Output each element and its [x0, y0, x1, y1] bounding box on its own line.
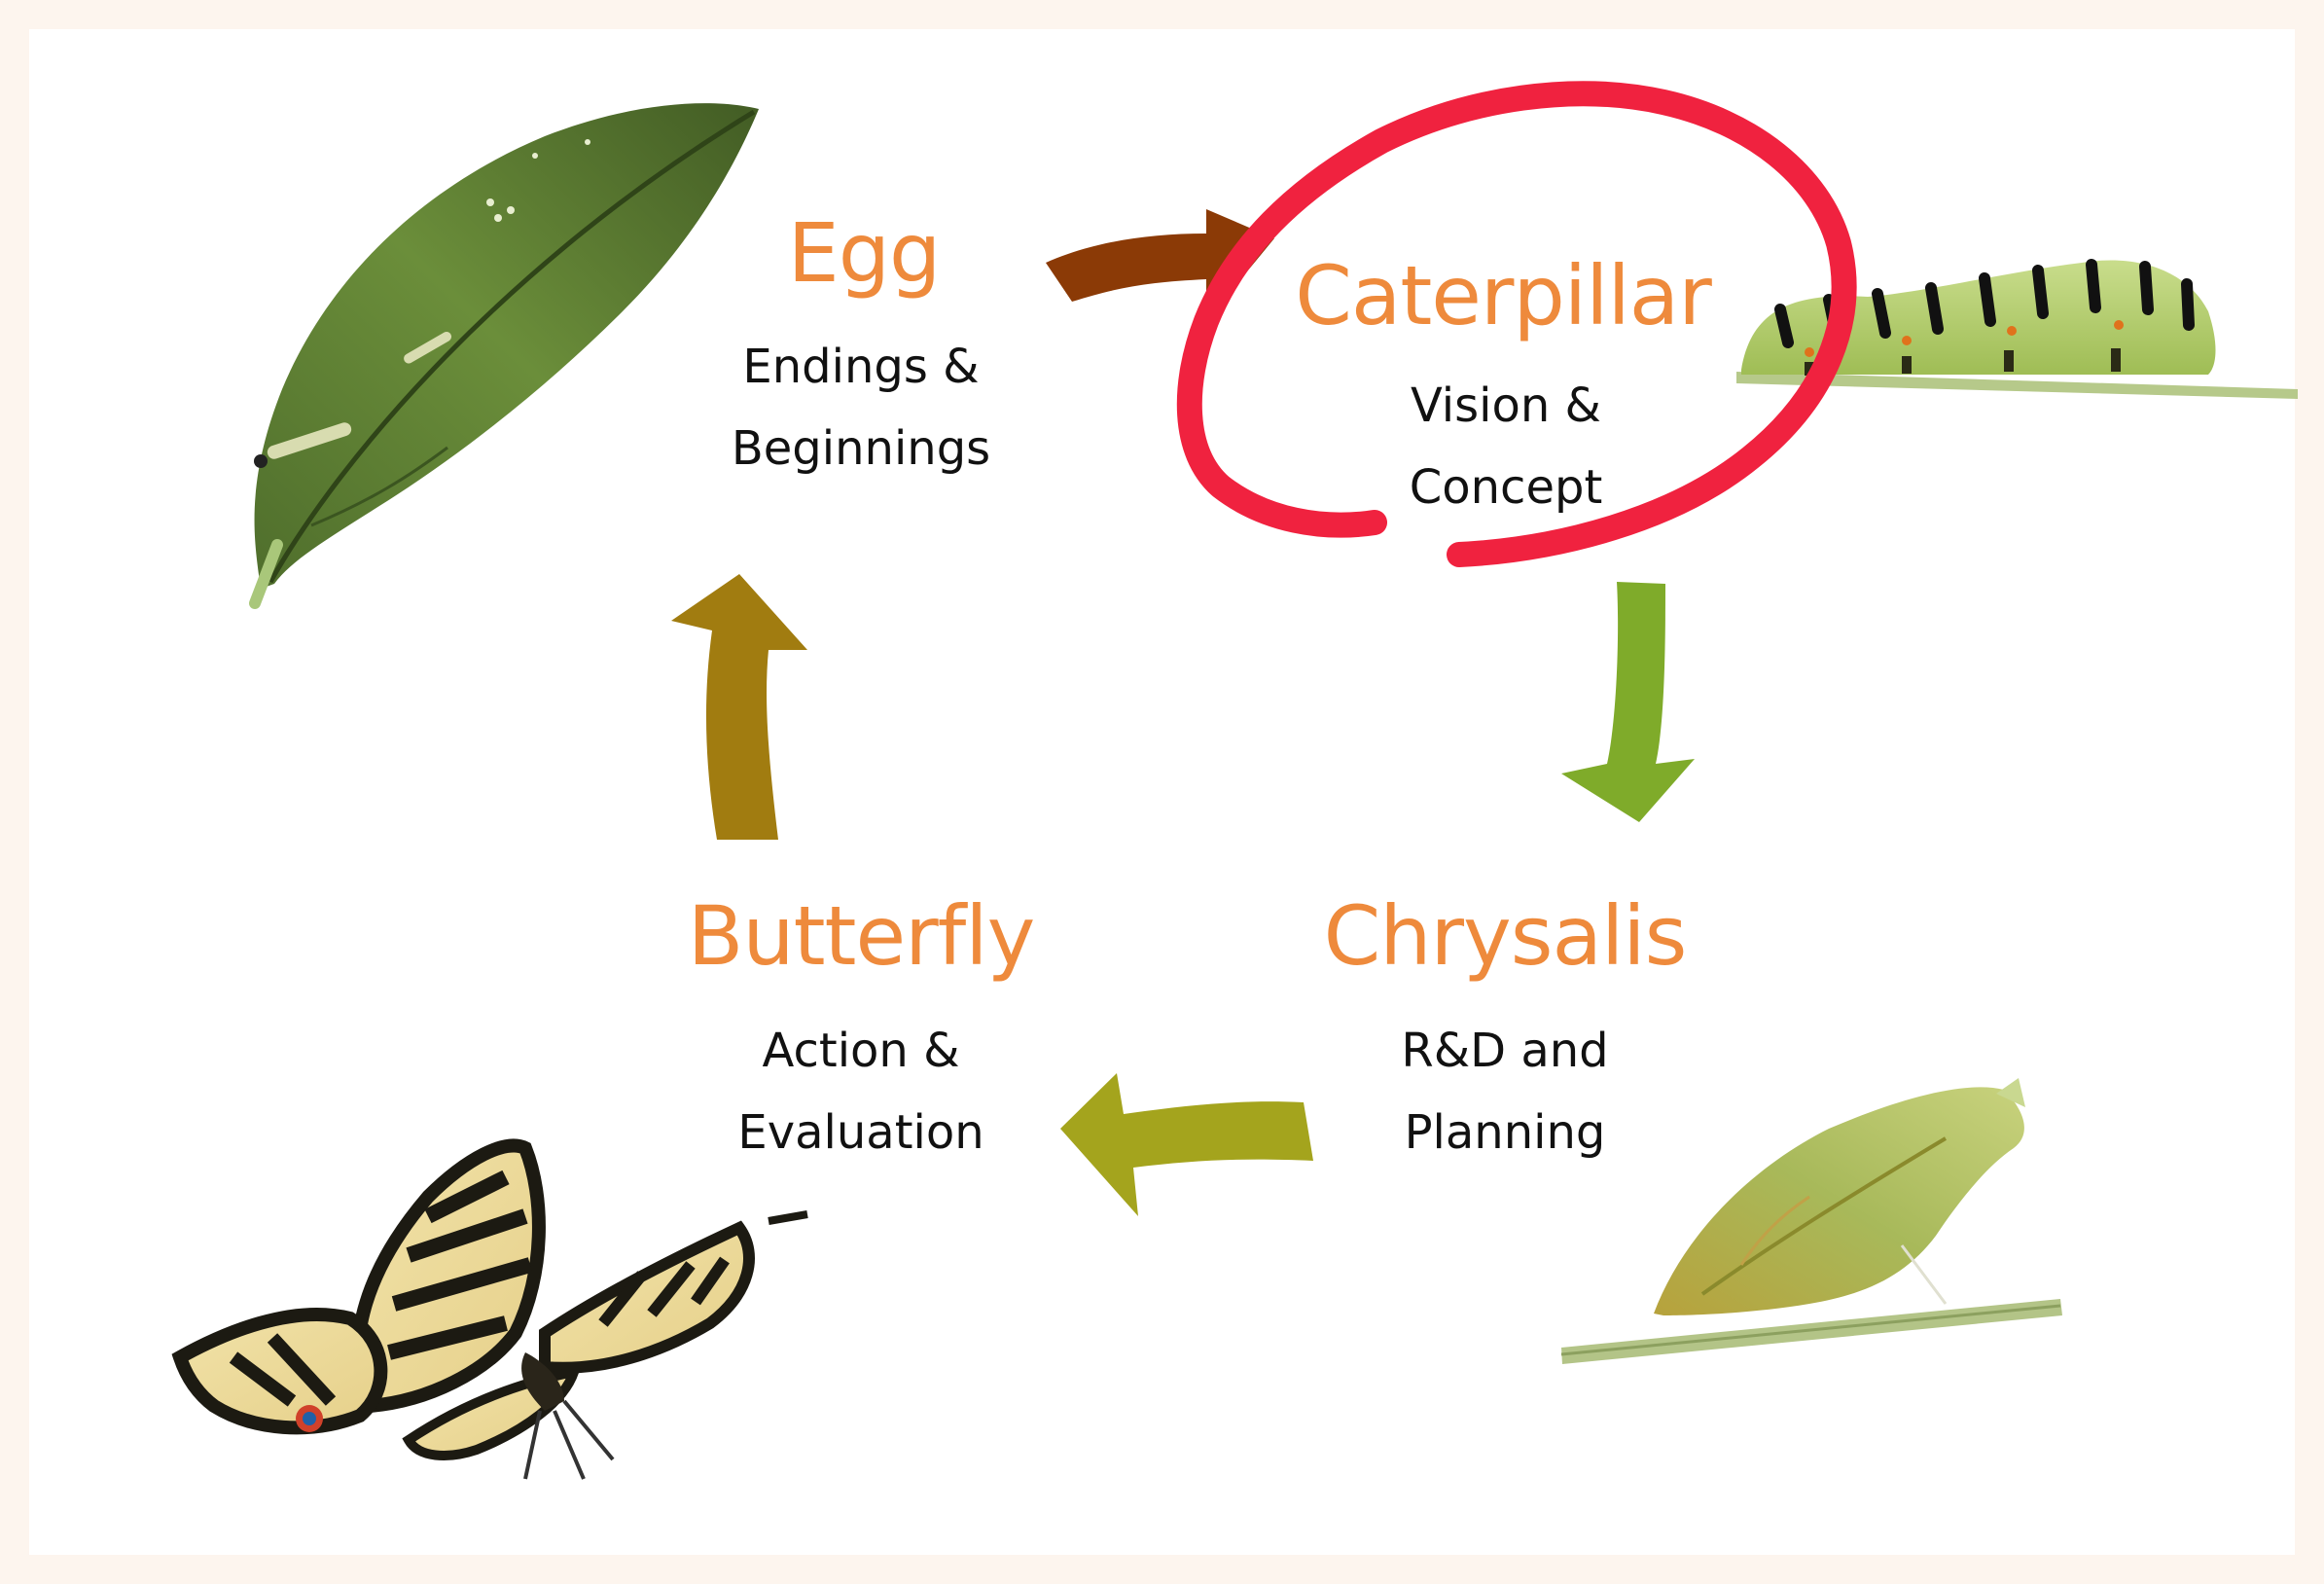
- chrysalis-description-line1: R&D and: [1401, 1010, 1608, 1092]
- egg-title: Egg: [788, 212, 941, 294]
- leaf-with-eggs-illustration: [254, 103, 759, 603]
- swallowtail-butterfly-illustration: [180, 1145, 807, 1479]
- egg-description: Endings & Beginnings: [732, 326, 990, 489]
- egg-description-line2: Beginnings: [732, 408, 990, 489]
- butterfly-description-line2: Evaluation: [737, 1092, 983, 1173]
- caterpillar-description: Vision & Concept: [1410, 365, 1603, 528]
- chrysalis-on-stem-illustration: [1561, 1078, 2062, 1364]
- butterfly-description-line1: Action &: [737, 1010, 983, 1092]
- egg-description-line1: Endings &: [732, 326, 990, 408]
- chrysalis-title: Chrysalis: [1324, 895, 1687, 977]
- chrysalis-description: R&D and Planning: [1401, 1010, 1608, 1173]
- butterfly-description: Action & Evaluation: [737, 1010, 983, 1173]
- arrow-chrysalis-to-butterfly: [1060, 1073, 1313, 1216]
- chrysalis-description-line2: Planning: [1401, 1092, 1608, 1173]
- arrow-caterpillar-to-chrysalis: [1561, 582, 1695, 822]
- caterpillar-title: Caterpillar: [1295, 255, 1711, 337]
- arrow-butterfly-to-egg: [671, 574, 807, 840]
- caterpillar-description-line2: Concept: [1410, 447, 1603, 528]
- butterfly-title: Butterfly: [688, 895, 1035, 977]
- caterpillar-description-line1: Vision &: [1410, 365, 1603, 447]
